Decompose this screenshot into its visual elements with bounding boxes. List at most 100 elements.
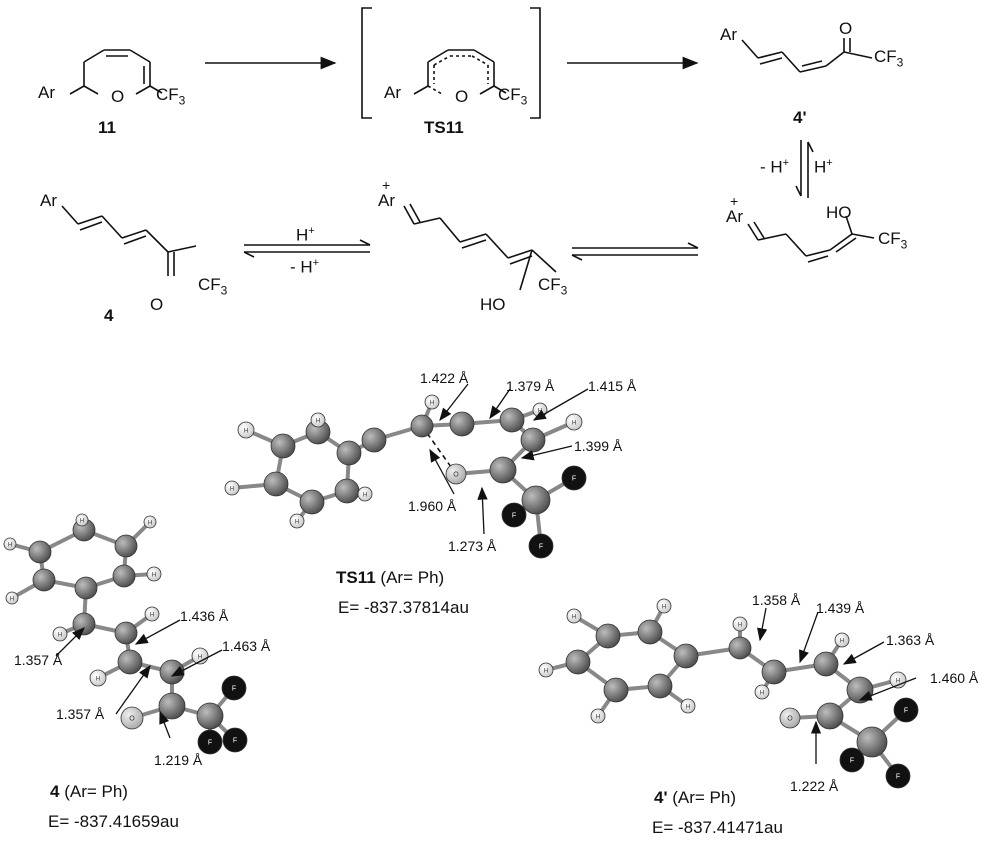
hydrogen-atom-label: H [686,705,690,711]
oxygen-atom-label: O [787,716,793,723]
ho-label: HO [480,295,506,314]
h-text: H [296,225,309,245]
hydrogen-atom-label: H [152,573,156,579]
bond-length-label: 1.357 Å [56,706,105,722]
h-text: H [814,157,827,177]
carbon-atom [595,623,621,649]
cf3-label: CF3 [878,230,907,250]
hydrogen-atom-label: H [662,605,666,611]
ar-label: Ar [378,191,395,210]
bond-length-label: 1.422 Å [420,370,469,386]
sub-3: 3 [560,283,568,298]
plus-sup: + [308,225,315,237]
minus-h-text: - H [760,157,783,177]
fluorine-atom-label: F [896,774,900,781]
bond-length-label: 1.222 Å [790,778,839,794]
cf-text: CF [156,85,179,104]
hydrogen-atom-label: H [10,597,14,603]
carbon-atom [410,414,434,438]
hydrogen-atom [754,684,770,700]
protonated-dienol-cis-structure [747,215,875,263]
bond-length-label: 1.399 Å [574,438,623,454]
compound-4prime-energy: E= -837.41471au [652,818,783,837]
carbon-atom [846,676,874,704]
carbon-atom [520,427,546,453]
fluorine-atom-label: F [539,544,543,551]
hydrogen-atom [144,606,160,622]
ar-label: Ar [384,83,401,102]
carbon-atom [334,478,360,504]
carbon-atom [74,576,98,600]
equilibrium-arrows-1 [243,239,371,258]
hydrogen-atom [75,513,89,527]
bond-length-label: 1.960 Å [408,498,457,514]
hydrogen-atom-label: H [760,691,764,697]
compound-label-11: 11 [98,118,116,137]
hydrogen-atom-label: H [80,519,84,525]
ts11-energy: E= -837.37814au [338,598,469,617]
hydrogen-atom-label: H [572,421,576,427]
carbon-atom [647,673,673,699]
carbon-atom [728,636,752,660]
fluorine-atom [839,747,865,773]
compound-label-ts11: TS11 [424,118,464,137]
carbon-atom [499,407,525,433]
o-label: O [839,19,853,38]
carbon-atom [263,471,289,497]
cf-text: CF [538,275,561,294]
fluorine-atom [197,729,223,755]
plus-sup: + [312,257,320,269]
carbon-atom [32,568,56,592]
carbon-atom [361,427,387,453]
caption-bold: 4' [654,788,668,807]
carbon-atom [336,440,362,466]
hydrogen-atom [5,591,19,605]
fluorine-atom [528,533,554,559]
bond-length-label: 1.415 Å [588,378,637,394]
hydrogen-atom-label: H [738,623,742,629]
compound-11-structure [69,49,163,95]
fluorine-atom [222,727,248,753]
hydrogen-atom [834,632,850,648]
ts11-caption: TS11 (Ar= Ph) [336,568,444,588]
hydrogen-atom-label: H [896,679,900,685]
h-plus-label: H+ [296,226,315,244]
bond-length-label: 1.363 Å [886,632,935,648]
fluorine-atom [221,675,247,701]
cf3-label: CF3 [156,86,185,106]
oxygen-atom [779,707,801,729]
sub-3: 3 [900,237,908,252]
bond-length-label: 1.460 Å [930,670,979,686]
hydrogen-atom [680,698,696,714]
cf-text: CF [198,275,221,294]
bond-length-label: 1.439 Å [816,600,865,616]
carbon-atom [856,726,888,758]
hydrogen-atom [52,626,68,642]
bond-pointer-arrows [55,383,917,764]
hydrogen-atom [656,598,672,614]
oxygen-atom-label: O [129,716,135,723]
cf3-label: CF3 [498,86,527,106]
sub-3: 3 [220,283,228,298]
hydrogen-atom-label: H [198,655,202,661]
bond-length-label: 1.219 Å [154,752,203,768]
caption-bold: TS11 [336,568,376,587]
ar-label: Ar [38,83,55,102]
sub-3: 3 [520,93,528,108]
carbon-atom [299,489,325,515]
cf3-label: CF3 [198,276,227,296]
carbon-atom [270,433,296,459]
ar-label: Ar [726,207,743,226]
bond-length-label: 1.357 Å [14,652,63,668]
oxygen-atom-label: O [453,472,459,479]
cf-text: CF [878,229,901,248]
hydrogen-atom [357,486,373,502]
cf-text: CF [498,85,521,104]
o-label: O [150,295,164,314]
hydrogen-atom-label: H [58,633,62,639]
fluorine-atom-label: F [233,738,237,745]
compound-4-energy: E= -837.41659au [48,812,179,831]
hydrogen-atom-label: H [8,543,12,549]
